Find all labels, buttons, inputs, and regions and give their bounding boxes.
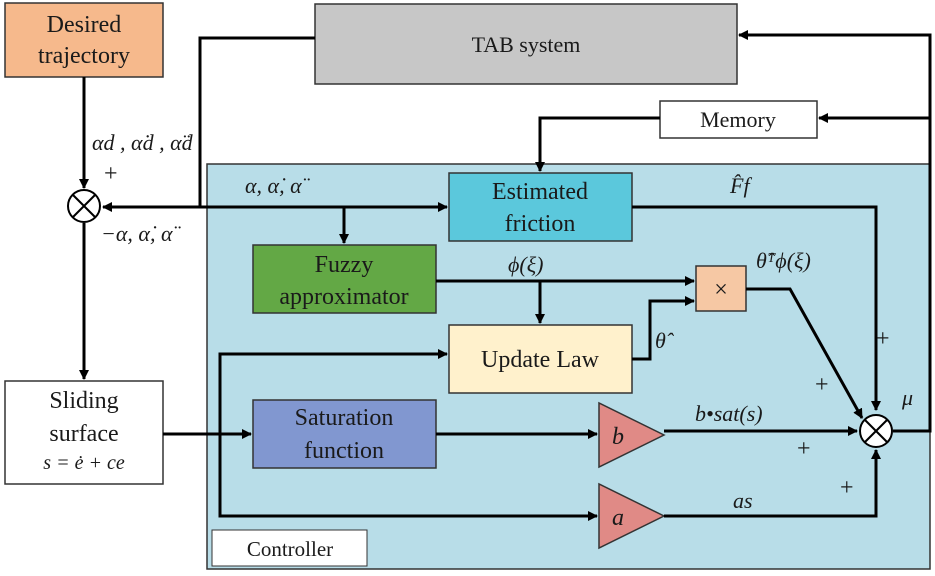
estimated-friction-block	[448, 172, 633, 242]
gain-a-label: a	[612, 505, 624, 531]
wire-mult-sum	[746, 287, 864, 419]
fuzzy-approximator-line1: Fuzzy	[315, 252, 374, 278]
signal-mu: μ	[901, 385, 913, 410]
wire-s-gain-a	[218, 434, 598, 521]
signal-b-sat: b•sat(s)	[695, 401, 763, 426]
saturation-function-line2: function	[304, 438, 384, 464]
sign-plus-friction: +	[876, 326, 890, 352]
memory-label: Memory	[700, 107, 776, 132]
desired-trajectory-block	[4, 2, 164, 78]
estimated-friction-line2: friction	[505, 211, 576, 237]
sign-plus-theta-phi: +	[815, 372, 829, 398]
signal-as: as	[733, 488, 753, 513]
tab-system-block	[314, 3, 738, 85]
controller-label: Controller	[247, 537, 333, 561]
fuzzy-approximator-line2: approximator	[279, 284, 408, 310]
wire-friction-sum	[632, 205, 881, 411]
controller-label-box	[211, 529, 368, 567]
gain-b-label: b	[612, 424, 624, 450]
wire-memory-friction	[535, 116, 660, 172]
sign-plus-desired: +	[104, 161, 118, 187]
wire-update-mult	[632, 296, 695, 361]
gain-b-triangle	[598, 401, 666, 469]
wire-gain-a-sum	[664, 449, 881, 518]
sliding-surface-equation: s = ė + ce	[43, 452, 125, 474]
right-summing-junction	[859, 414, 893, 448]
fuzzy-approximator-block	[252, 244, 437, 314]
wire-s-update	[218, 349, 448, 434]
sign-plus-as: +	[840, 475, 854, 501]
desired-trajectory-line1: Desired	[47, 12, 122, 38]
wire-mu-tab	[738, 30, 932, 433]
saturation-function-block	[252, 399, 437, 469]
tab-system-label: TAB system	[472, 32, 581, 57]
signal-estimated-friction: F̂f	[729, 173, 752, 198]
sliding-surface-block	[4, 380, 164, 485]
sliding-surface-line2: surface	[49, 421, 118, 447]
estimated-friction-line1: Estimated	[492, 179, 588, 205]
left-summing-junction	[67, 189, 101, 223]
desired-trajectory-line2: trajectory	[38, 43, 130, 69]
signal-feedback: α, α̇, α̈	[245, 173, 311, 198]
update-law-block	[448, 324, 633, 394]
signal-theta-phi: θ̂ᵀϕ(ξ)	[756, 248, 811, 273]
memory-block	[659, 100, 818, 139]
update-law-label: Update Law	[481, 347, 600, 373]
signal-desired: αd , α̇d , α̈d	[92, 130, 194, 155]
signal-negative-feedback: −α, α̇, α̈	[101, 221, 181, 246]
sliding-surface-line1: Sliding	[49, 388, 118, 414]
signal-phi: ϕ(ξ)	[508, 252, 543, 277]
wires	[79, 30, 932, 521]
multiplier-symbol: ×	[714, 277, 728, 303]
gain-a-triangle	[598, 482, 666, 550]
saturation-function-line1: Saturation	[295, 405, 394, 431]
wire-tab-output	[102, 36, 315, 212]
sign-plus-b-sat: +	[797, 436, 811, 462]
